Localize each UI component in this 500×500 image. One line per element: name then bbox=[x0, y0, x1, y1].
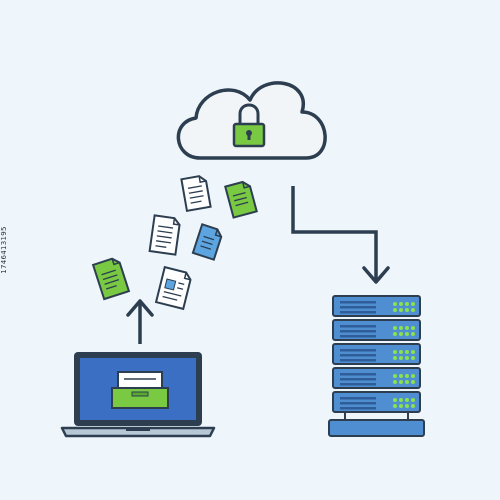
document-icon bbox=[148, 214, 181, 256]
server-rack-icon bbox=[328, 295, 425, 437]
up-arrow-icon bbox=[126, 299, 154, 344]
document-icon bbox=[191, 223, 223, 261]
document-icon bbox=[224, 180, 258, 219]
server-unit bbox=[332, 343, 421, 365]
folder-icon bbox=[111, 371, 169, 409]
server-base bbox=[328, 419, 425, 437]
document-icon bbox=[154, 265, 192, 311]
down-arrow-icon bbox=[291, 186, 390, 284]
server-unit bbox=[332, 367, 421, 389]
padlock-icon bbox=[232, 103, 266, 148]
document-icon bbox=[180, 175, 212, 212]
cloud-icon bbox=[176, 81, 327, 160]
document-icon bbox=[91, 257, 131, 301]
server-unit bbox=[332, 391, 421, 413]
server-unit bbox=[332, 295, 421, 317]
stock-id-label: 1746413195 bbox=[0, 226, 8, 274]
server-unit bbox=[332, 319, 421, 341]
